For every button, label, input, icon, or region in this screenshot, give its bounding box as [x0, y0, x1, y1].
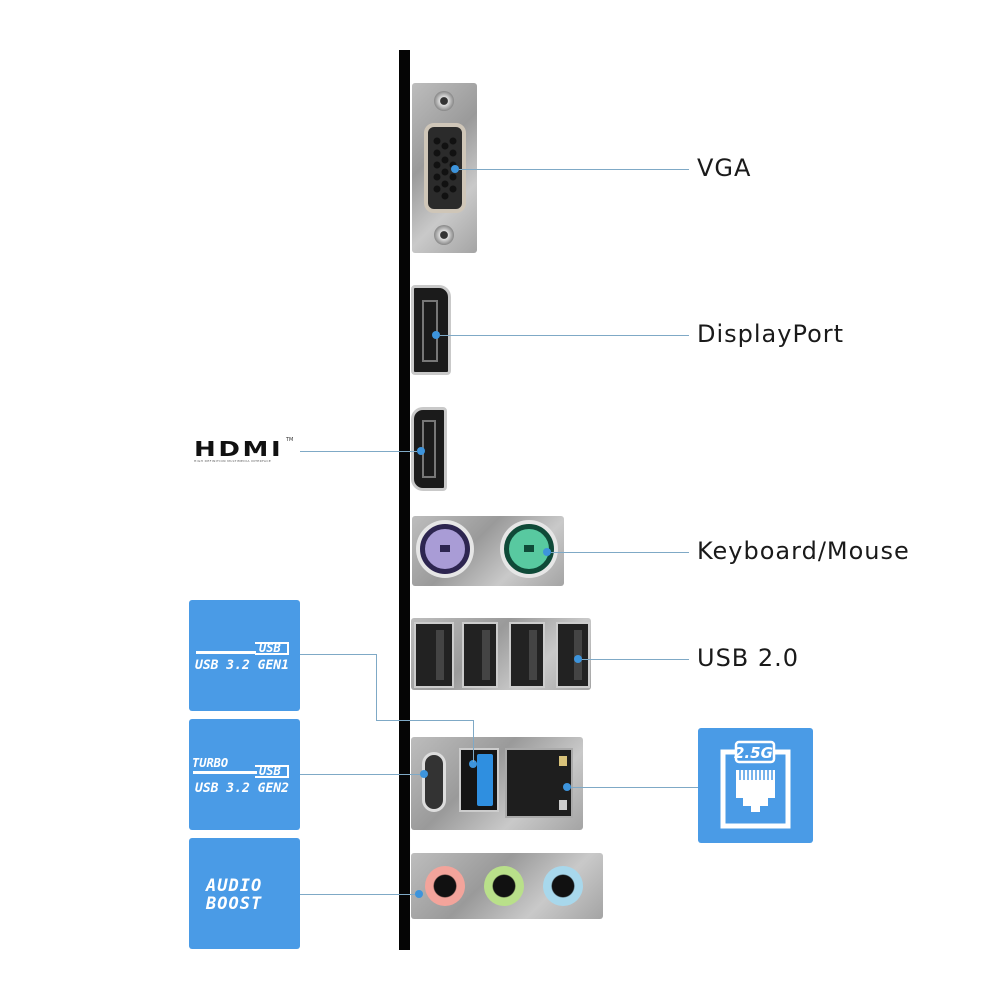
usb-gen1-text: USB 3.2 GEN1: [195, 658, 289, 673]
vga-leader-line: [459, 169, 689, 170]
audio-jack-green: [484, 866, 524, 906]
usb-gen2-marker: [420, 770, 428, 778]
usb-gen1-swoosh: [196, 651, 256, 654]
usb-gen1-line-b: [376, 654, 377, 721]
ps2-keyboard-port: [420, 524, 470, 574]
audio-marker: [415, 890, 423, 898]
usb-c-port: [422, 752, 446, 812]
lan-led-top: [559, 756, 567, 766]
ethernet-icon: [720, 740, 791, 829]
audio-boost-line1: AUDIO: [206, 876, 263, 896]
usb3-gen1-port: [459, 748, 499, 812]
displayport-leader-line: [440, 335, 689, 336]
screw-bottom: [434, 225, 454, 245]
lan-port: [505, 748, 573, 818]
lan-speed-label: 2.5G: [734, 744, 773, 762]
usb2-marker: [574, 655, 582, 663]
vga-marker: [451, 165, 459, 173]
usb2-port-3: [509, 622, 545, 688]
hdmi-trademark: TM: [286, 437, 294, 443]
usb2-port-2: [462, 622, 498, 688]
usb-gen1-tag-box: [255, 642, 289, 655]
lan-leader-line: [571, 787, 698, 788]
vga-port: [412, 83, 477, 253]
usb2-leader-line: [582, 659, 689, 660]
usb-gen2-tag-box: [255, 765, 289, 778]
ps2-marker: [543, 548, 551, 556]
hdmi-logo: HDMI TM HIGH DEFINITION MULTIMEDIA INTER…: [194, 437, 294, 467]
usb2-port-1: [414, 622, 454, 688]
lan-marker: [563, 783, 571, 791]
audio-boost-line2: BOOST: [206, 894, 263, 914]
hdmi-subtitle: HIGH DEFINITION MULTIMEDIA INTERFACE: [194, 459, 272, 463]
usb-gen2-badge: TURBO USB USB 3.2 GEN2: [189, 719, 300, 830]
screw-top: [434, 91, 454, 111]
displayport-label: DisplayPort: [697, 320, 845, 348]
hdmi-logo-text: HDMI: [194, 437, 284, 461]
hdmi-marker: [417, 447, 425, 455]
lan-led-bottom: [559, 800, 567, 810]
usb2-label: USB 2.0: [697, 644, 800, 672]
audio-leader-line: [300, 894, 415, 895]
io-shield-edge: [399, 50, 410, 950]
usb-gen2-leader-line: [300, 774, 420, 775]
audio-jack-pink: [425, 866, 465, 906]
audio-jack-blue: [543, 866, 583, 906]
usb-gen1-line-c: [376, 720, 474, 721]
ps2-label: Keyboard/Mouse: [697, 537, 910, 565]
usb-gen2-turbo: TURBO: [192, 756, 229, 770]
usb-gen2-tag: USB: [259, 764, 281, 778]
vga-pins: [433, 137, 457, 200]
usb-gen1-line-d: [473, 720, 474, 762]
usb-gen1-marker: [469, 760, 477, 768]
usb-gen2-swoosh: [193, 771, 257, 774]
audio-boost-badge: AUDIO BOOST: [189, 838, 300, 949]
usb-gen1-line-a: [300, 654, 377, 655]
usb-gen2-text: USB 3.2 GEN2: [195, 781, 289, 796]
vga-label: VGA: [697, 154, 752, 182]
displayport-marker: [432, 331, 440, 339]
vga-socket: [424, 123, 466, 213]
displayport-port: [411, 285, 451, 375]
ps2-mouse-port: [504, 524, 554, 574]
ps2-leader-line: [551, 552, 689, 553]
hdmi-leader-line: [300, 451, 417, 452]
lan-2-5g-badge: 2.5G: [698, 728, 813, 843]
usb-gen1-tag: USB: [259, 641, 281, 655]
usb2-port-4: [556, 622, 590, 688]
usb-gen1-badge: USB USB 3.2 GEN1: [189, 600, 300, 711]
